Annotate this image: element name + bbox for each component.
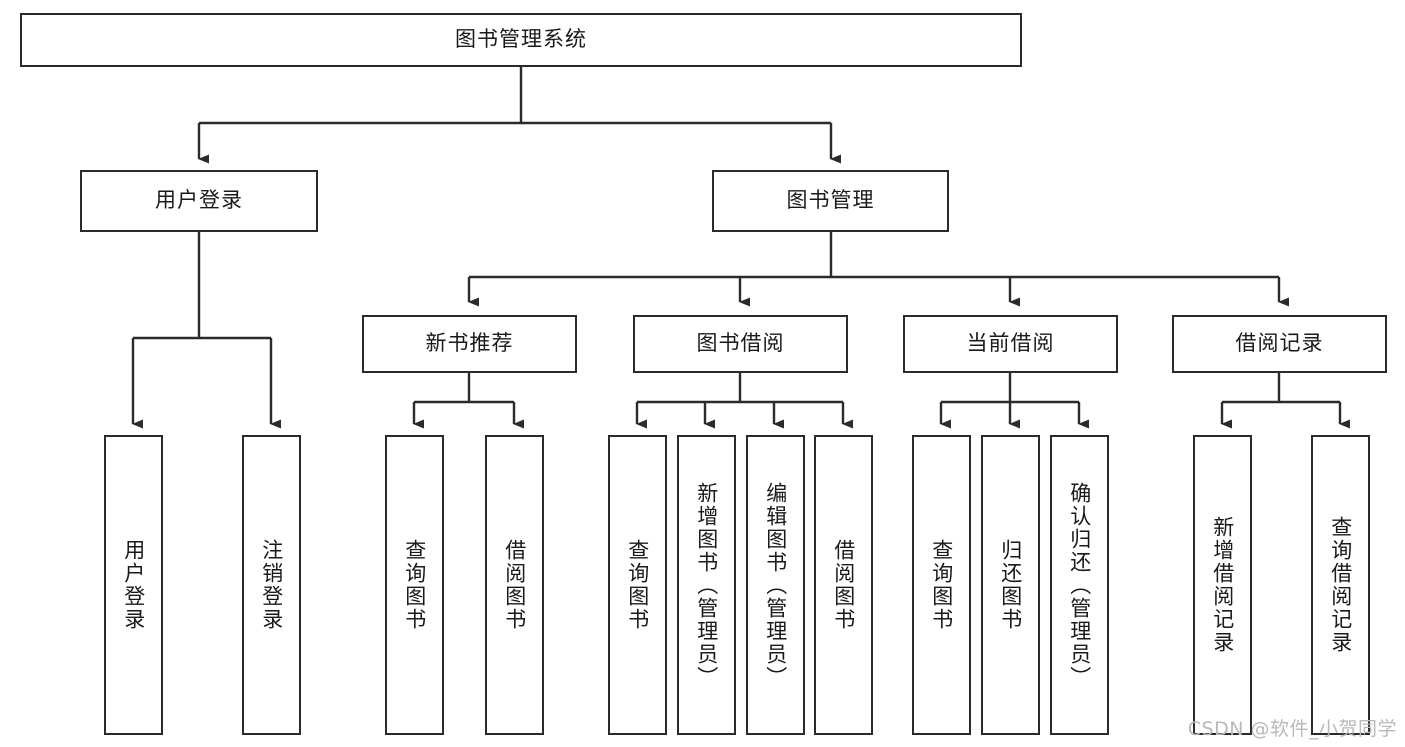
- node-label: 查询图书: [929, 539, 954, 631]
- node-label: 新增借阅记录: [1210, 516, 1235, 654]
- node-label: 查询图书: [625, 539, 650, 631]
- node-label: 用户登录: [155, 188, 243, 213]
- leaf-user-login[interactable]: 用户登录: [104, 435, 163, 735]
- node-book-management[interactable]: 图书管理: [712, 170, 949, 232]
- node-label: 借阅图书: [831, 539, 856, 631]
- node-label: 新书推荐: [425, 331, 514, 356]
- node-label: 当前借阅: [966, 331, 1055, 356]
- leaf-return-book[interactable]: 归还图书: [981, 435, 1040, 735]
- node-label: 查询借阅记录: [1328, 516, 1353, 654]
- node-label: 用户登录: [121, 539, 146, 631]
- leaf-add-book-admin[interactable]: 新增图书（管理员）: [677, 435, 736, 735]
- node-current-borrow[interactable]: 当前借阅: [903, 315, 1118, 373]
- node-label: 借阅图书: [502, 539, 527, 631]
- leaf-confirm-return-admin[interactable]: 确认归还（管理员）: [1050, 435, 1109, 735]
- node-label: 注销登录: [259, 539, 284, 631]
- node-label: 查询图书: [402, 539, 427, 631]
- node-label: 图书管理: [786, 188, 875, 213]
- node-book-borrow[interactable]: 图书借阅: [633, 315, 848, 373]
- node-label: 归还图书: [998, 539, 1023, 631]
- watermark-text: CSDN @软件_小贺同学: [1187, 718, 1397, 740]
- node-label: 新增图书（管理员）: [694, 481, 719, 689]
- leaf-query-book-borrow[interactable]: 查询图书: [608, 435, 667, 735]
- node-root-system[interactable]: 图书管理系统: [20, 13, 1022, 67]
- leaf-borrow-book[interactable]: 借阅图书: [814, 435, 873, 735]
- node-label: 编辑图书（管理员）: [763, 481, 788, 689]
- node-label: 图书借阅: [696, 331, 785, 356]
- leaf-add-borrow-record[interactable]: 新增借阅记录: [1193, 435, 1252, 735]
- node-user-login[interactable]: 用户登录: [80, 170, 318, 232]
- node-new-book-recommend[interactable]: 新书推荐: [362, 315, 577, 373]
- leaf-query-book-current[interactable]: 查询图书: [912, 435, 971, 735]
- node-borrow-records[interactable]: 借阅记录: [1172, 315, 1387, 373]
- node-label: 确认归还（管理员）: [1067, 481, 1092, 689]
- node-label: 借阅记录: [1235, 331, 1324, 356]
- leaf-query-book-recommend[interactable]: 查询图书: [385, 435, 444, 735]
- leaf-borrow-book-recommend[interactable]: 借阅图书: [485, 435, 544, 735]
- leaf-logout[interactable]: 注销登录: [242, 435, 301, 735]
- leaf-edit-book-admin[interactable]: 编辑图书（管理员）: [746, 435, 805, 735]
- node-label: 图书管理系统: [455, 27, 587, 52]
- leaf-query-borrow-record[interactable]: 查询借阅记录: [1311, 435, 1370, 735]
